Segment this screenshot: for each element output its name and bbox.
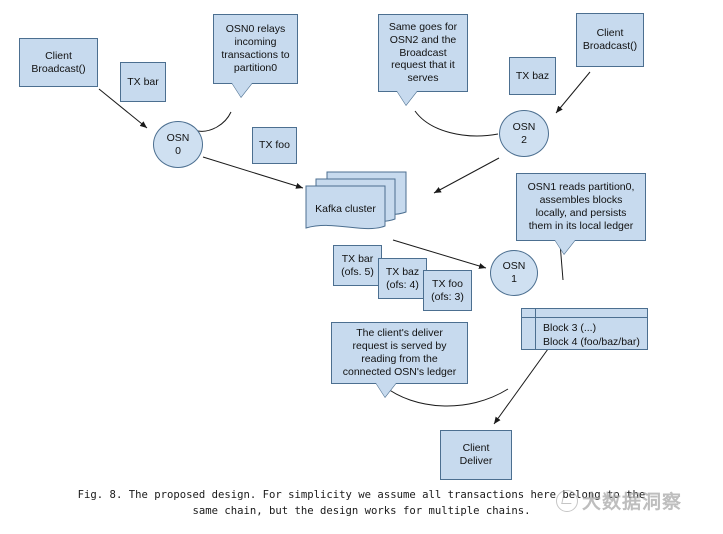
callout-osn2-same[interactable]: Same goes for OSN2 and the Broadcast req…	[378, 14, 468, 105]
watermark-text: 大数据洞察	[582, 491, 683, 513]
callout-tail-osn2-same	[414, 110, 499, 137]
callout-deliver-note[interactable]: The client's deliver request is served b…	[331, 322, 468, 397]
node-tx-bar[interactable]: TX bar	[120, 62, 166, 102]
edge-clientright-to-osn2	[555, 71, 591, 114]
watermark-logo-icon	[556, 489, 578, 512]
ledger-row: Block 4 (foo/baz/bar)	[543, 335, 640, 348]
ledger-rows: Block 3 (...) Block 4 (foo/baz/bar)	[522, 318, 647, 349]
callout-osn0-relay-text: OSN0 relays incoming transactions to par…	[221, 23, 290, 74]
callout-osn0-relay[interactable]: OSN0 relays incoming transactions to par…	[213, 14, 298, 97]
node-client-deliver[interactable]: Client Deliver	[440, 430, 512, 480]
caption-line-2: same chain, but the design works for mul…	[192, 505, 531, 518]
callout-tail-osn0-relay	[197, 111, 232, 132]
callout-tail-triangle	[397, 91, 417, 105]
kafka-sheet-front	[305, 185, 386, 230]
node-client-broadcast-right[interactable]: Client Broadcast()	[576, 13, 644, 67]
callout-osn1-reads[interactable]: OSN1 reads partition0, assembles blocks …	[516, 173, 646, 254]
node-client-broadcast-left[interactable]: Client Broadcast()	[19, 38, 98, 87]
callout-tail-triangle	[376, 383, 396, 397]
caption-line-1: Fig. 8. The proposed design. For simplic…	[77, 489, 646, 501]
node-tx-foo[interactable]: TX foo	[252, 127, 297, 164]
node-osn0[interactable]: OSN 0	[153, 121, 203, 168]
ledger-header-row	[522, 309, 647, 318]
ledger-column-divider	[535, 309, 536, 349]
node-tx-foo-offset[interactable]: TX foo (ofs: 3)	[423, 270, 472, 311]
callout-tail-triangle	[555, 240, 575, 254]
ledger-row: Block 3 (...)	[543, 322, 597, 334]
node-osn1[interactable]: OSN 1	[490, 250, 538, 296]
node-ledger-blocks[interactable]: Block 3 (...) Block 4 (foo/baz/bar)	[521, 308, 648, 350]
node-osn2[interactable]: OSN 2	[499, 110, 549, 157]
edge-ledger-to-clientdeliver	[493, 348, 549, 425]
figure-caption: Fig. 8. The proposed design. For simplic…	[0, 487, 723, 520]
callout-osn2-same-text: Same goes for OSN2 and the Broadcast req…	[388, 21, 458, 85]
kafka-cluster-label: Kafka cluster	[315, 203, 376, 215]
callout-tail-triangle	[232, 83, 252, 97]
callout-deliver-note-text: The client's deliver request is served b…	[342, 327, 457, 378]
callout-osn1-reads-text: OSN1 reads partition0, assembles blocks …	[527, 181, 635, 232]
node-kafka-cluster[interactable]: Kafka cluster	[305, 170, 408, 235]
edge-osn2-to-kafka	[433, 157, 500, 194]
callout-tail-deliver-note	[383, 385, 509, 407]
node-tx-baz-offset[interactable]: TX baz (ofs: 4)	[378, 258, 427, 299]
node-tx-baz[interactable]: TX baz	[509, 57, 556, 95]
watermark: 大数据洞察	[556, 487, 682, 514]
node-tx-bar-offset[interactable]: TX bar (ofs. 5)	[333, 245, 382, 286]
